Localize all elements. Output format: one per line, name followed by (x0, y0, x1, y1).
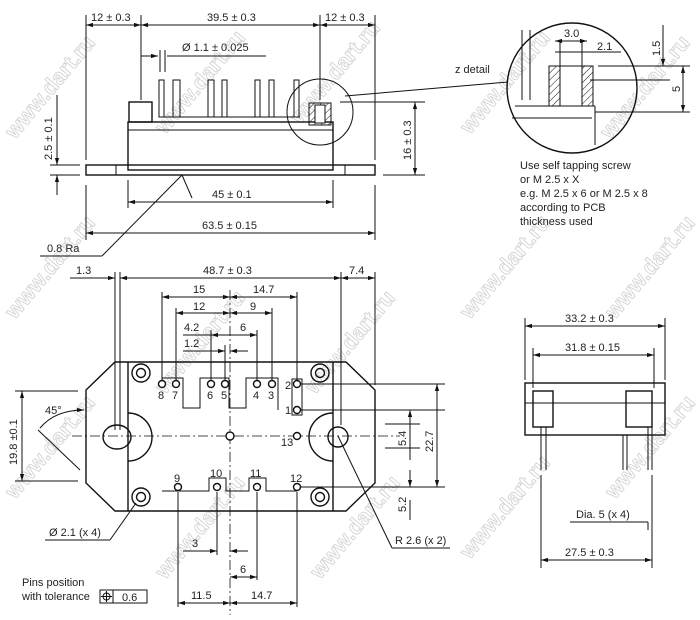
radius-dim: R 2.6 (x 2) (395, 535, 446, 547)
screw-note: Use self tapping screw or M 2.5 x X e.g.… (520, 160, 648, 228)
svg-text:6: 6 (207, 390, 213, 402)
roughness: 0.8 Ra (47, 243, 80, 255)
dim-5-4: 5.4 (397, 431, 409, 446)
base-thickness: 2.5 ± 0.1 (43, 117, 55, 160)
pin-dia: Dia. 5 (x 4) (576, 509, 630, 521)
dim-19-8: 19.8 ±0.1 (8, 419, 20, 465)
svg-text:10: 10 (210, 468, 222, 480)
tolerance-label-2: with tolerance (21, 591, 90, 603)
dim-7-4: 7.4 (349, 265, 364, 277)
watermark: www.dart.ru (299, 285, 400, 399)
svg-text:1: 1 (285, 405, 291, 417)
height-dim: 16 ± 0.3 (402, 120, 414, 160)
svg-text:or M 2.5 x X: or M 2.5 x X (520, 174, 580, 186)
svg-text:8: 8 (158, 390, 164, 402)
detail-dim-c: 1.5 (651, 41, 663, 56)
detail-dim-a: 3.0 (564, 28, 579, 40)
dim-3: 3 (192, 538, 198, 550)
svg-text:thickness used: thickness used (520, 216, 593, 228)
watermark: www.dart.ru (149, 470, 250, 584)
dim-14-7-bottom: 14.7 (251, 590, 272, 602)
end-view: 33.2 ± 0.3 31.8 ± 0.15 Dia. 5 (x 4) 27.5… (524, 313, 666, 568)
watermark: www.dart.ru (599, 390, 700, 504)
dim-middle: 39.5 ± 0.3 (207, 12, 256, 24)
svg-text:11: 11 (250, 468, 261, 480)
svg-text:2: 2 (285, 380, 291, 392)
svg-text:Use self tapping screw: Use self tapping screw (520, 160, 631, 172)
dim-1-3: 1.3 (76, 265, 91, 277)
dim-27-5: 27.5 ± 0.3 (565, 547, 614, 559)
svg-text:e.g. M 2.5 x 6 or M 2.5 x 8: e.g. M 2.5 x 6 or M 2.5 x 8 (520, 188, 648, 200)
dim-11-5: 11.5 (191, 590, 212, 602)
dim-right: 12 ± 0.3 (325, 12, 365, 24)
dim-33-2: 33.2 ± 0.3 (565, 313, 614, 325)
detail-dim-b: 2.1 (597, 41, 612, 53)
svg-text:13: 13 (281, 437, 293, 449)
mounting-holes (131, 363, 330, 507)
svg-text:3: 3 (268, 390, 274, 402)
total-length: 63.5 ± 0.15 (202, 220, 257, 232)
detail-dim-d: 5 (671, 86, 683, 92)
dim-9: 9 (250, 301, 256, 313)
dim-6-bottom: 6 (240, 564, 246, 576)
tolerance-label-1: Pins position (22, 577, 84, 589)
hole-diameter: Ø 2.1 (x 4) (49, 527, 101, 539)
dim-1-2: 1.2 (184, 338, 199, 350)
top-view: 8 7 6 5 4 3 2 1 13 9 10 11 12 1.3 48.7 ±… (8, 265, 450, 615)
pin-diameter: Ø 1.1 ± 0.025 (182, 42, 249, 54)
position-tolerance-icon (101, 591, 112, 602)
dim-14-7-top: 14.7 (253, 284, 274, 296)
watermark: www.dart.ru (454, 450, 555, 564)
svg-text:12: 12 (290, 473, 302, 485)
dim-4-2: 4.2 (184, 322, 199, 334)
dim-48-7: 48.7 ± 0.3 (203, 265, 252, 277)
dim-15: 15 (193, 284, 205, 296)
side-pins (158, 79, 300, 118)
z-detail: z detail 3.0 2.1 1.5 5 Use self tapping … (344, 22, 690, 228)
dim-left: 12 ± 0.3 (91, 12, 131, 24)
dim-31-8: 31.8 ± 0.15 (565, 342, 620, 354)
body-width: 45 ± 0.1 (212, 189, 252, 201)
svg-text:according to PCB: according to PCB (520, 202, 606, 214)
dim-12: 12 (193, 301, 205, 313)
dim-6-top: 6 (240, 322, 246, 334)
svg-text:9: 9 (174, 473, 180, 485)
z-detail-label: z detail (455, 64, 490, 76)
side-view: 12 ± 0.3 39.5 ± 0.3 12 ± 0.3 Ø 1.1 ± 0.0… (40, 12, 425, 257)
tolerance-value: 0.6 (122, 592, 137, 604)
pin-labels: 8 7 6 5 4 3 2 1 13 9 10 11 12 (158, 380, 302, 485)
svg-text:5: 5 (221, 390, 227, 402)
pins (157, 379, 302, 492)
watermark: www.dart.ru (599, 210, 700, 324)
watermarks: www.dart.ru www.dart.ru www.dart.ru www.… (0, 15, 700, 584)
svg-text:4: 4 (253, 390, 259, 402)
angle: 45° (45, 405, 62, 417)
svg-text:7: 7 (172, 390, 178, 402)
dim-22-7: 22.7 (424, 431, 436, 452)
dim-5-2: 5.2 (397, 497, 409, 512)
